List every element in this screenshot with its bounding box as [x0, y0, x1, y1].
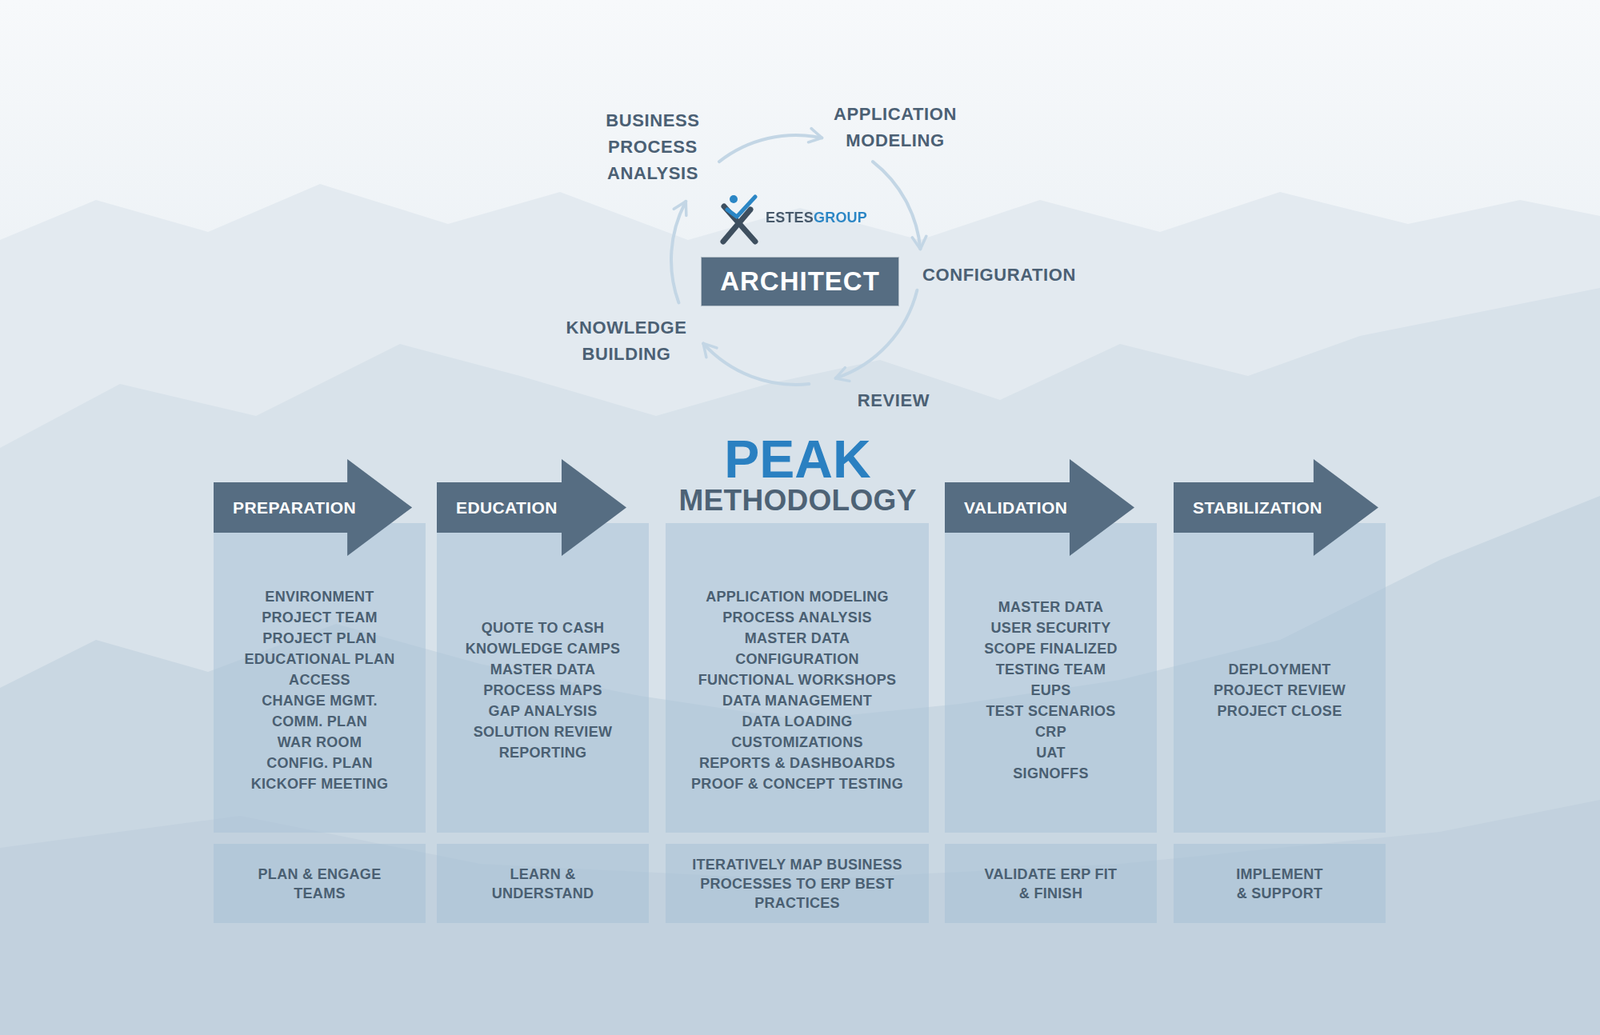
phase-summary-box: ITERATIVELY MAP BUSINESS PROCESSES TO ER…: [665, 844, 929, 924]
far-mountains: [0, 184, 1600, 1035]
task-item: PROCESS MAPS: [483, 680, 603, 701]
task-item: MASTER DATA: [490, 659, 596, 680]
task-item: TEST SCENARIOS: [985, 700, 1116, 722]
phase-summary: PLAN & ENGAGE TEAMS: [244, 864, 396, 904]
architect-box: ARCHITECT: [700, 256, 900, 307]
cycle-arc: [872, 161, 920, 249]
task-item: PROJECT REVIEW: [1213, 680, 1346, 701]
task-item: MASTER DATA: [744, 628, 851, 649]
cycle-step: CONFIGURATION: [922, 261, 1076, 288]
cycle-step: REVIEW: [857, 387, 930, 414]
logo-arm: [727, 196, 756, 217]
task-item: DATA LOADING: [741, 711, 852, 732]
phase-summary: LEARN & UNDERSTAND: [480, 864, 605, 904]
task-item: REPORTING: [499, 742, 588, 764]
task-item: DATA MANAGEMENT: [722, 690, 872, 712]
foreground-hills: [0, 800, 1600, 1035]
task-item: MASTER DATA: [998, 596, 1104, 618]
phase-summary-box: VALIDATE ERP FIT & FINISH: [944, 844, 1157, 924]
task-item: KNOWLEDGE CAMPS: [465, 638, 621, 660]
cycle-step: BUSINESS PROCESS ANALYSIS: [605, 107, 700, 187]
task-item: SCOPE FINALIZED: [984, 638, 1118, 660]
task-item: CONFIG. PLAN: [266, 752, 373, 774]
task-item: PROJECT PLAN: [262, 628, 377, 649]
phase-arrow: VALIDATION: [944, 459, 1135, 556]
task-item: FUNCTIONAL WORKSHOPS: [698, 669, 897, 691]
task-item: PROJECT CLOSE: [1217, 700, 1343, 722]
task-item: CONFIGURATION: [735, 648, 860, 670]
title-word: METHODOLOGY: [678, 484, 916, 518]
phase-summary: VALIDATE ERP FIT & FINISH: [980, 864, 1123, 904]
title-word: PEAK: [724, 431, 871, 488]
cycle-step: APPLICATION MODELING: [833, 100, 957, 154]
task-item: ENVIRONMENT: [264, 586, 374, 608]
phase-summary: IMPLEMENT & SUPPORT: [1232, 864, 1328, 904]
cycle-arc: [719, 135, 822, 162]
phase-panel: QUOTE TO CASHKNOWLEDGE CAMPSMASTER DATAP…: [436, 523, 649, 833]
task-item: SIGNOFFS: [1012, 763, 1088, 784]
logo-text: ESTESGROUP: [765, 208, 868, 227]
logo-head: [729, 195, 738, 204]
task-item: SOLUTION REVIEW: [473, 721, 613, 743]
cycle-arc: [671, 201, 686, 304]
phase-panel: DEPLOYMENTPROJECT REVIEWPROJECT CLOSE: [1173, 523, 1386, 833]
cycle-arc: [703, 343, 809, 385]
task-item: PROOF & CONCEPT TESTING: [691, 773, 904, 795]
phase-arrow: EDUCATION: [436, 459, 627, 556]
task-item: EUPS: [1030, 680, 1071, 701]
task-item: COMM. PLAN: [272, 711, 368, 732]
near-mountains: [0, 496, 1600, 1035]
task-item: ACCESS: [288, 669, 351, 691]
phase-summary-box: IMPLEMENT & SUPPORT: [1173, 844, 1386, 924]
phase-panel: MASTER DATAUSER SECURITYSCOPE FINALIZEDT…: [944, 523, 1157, 833]
phase-summary-box: LEARN & UNDERSTAND: [436, 844, 649, 924]
phase-panel: ENVIRONMENTPROJECT TEAMPROJECT PLANEDUCA…: [213, 523, 426, 833]
task-item: UAT: [1036, 742, 1066, 764]
logo-icon: [723, 195, 756, 242]
task-item: PROCESS ANALYSIS: [722, 607, 872, 628]
task-item: CUSTOMIZATIONS: [731, 732, 864, 753]
task-item: QUOTE TO CASH: [481, 617, 605, 639]
phase-summary: ITERATIVELY MAP BUSINESS PROCESSES TO ER…: [681, 855, 914, 913]
mid-mountains: [0, 288, 1600, 1035]
task-item: GAP ANALYSIS: [488, 700, 598, 722]
phase-summary-box: PLAN & ENGAGE TEAMS: [213, 844, 426, 924]
task-item: DEPLOYMENT: [1228, 659, 1331, 680]
phase-name: EDUCATION: [456, 498, 558, 518]
phase-name: PREPARATION: [232, 498, 356, 518]
task-item: APPLICATION MODELING: [705, 586, 889, 608]
phase-name: VALIDATION: [964, 498, 1068, 518]
cycle-step: KNOWLEDGE BUILDING: [566, 314, 688, 368]
task-item: USER SECURITY: [991, 617, 1112, 639]
phase-panel: APPLICATION MODELINGPROCESS ANALYSISMAST…: [665, 523, 929, 833]
task-item: CHANGE MGMT.: [261, 690, 378, 712]
task-item: KICKOFF MEETING: [251, 773, 389, 795]
phase-arrow: STABILIZATION: [1173, 459, 1379, 556]
task-item: CRP: [1035, 721, 1067, 743]
phase-arrow: PREPARATION: [213, 459, 412, 556]
box-title: ARCHITECT: [720, 266, 880, 297]
task-item: WAR ROOM: [277, 732, 362, 753]
phase-name: STABILIZATION: [1192, 498, 1323, 518]
task-item: EDUCATIONAL PLAN: [244, 648, 395, 670]
task-item: TESTING TEAM: [996, 659, 1107, 680]
task-item: REPORTS & DASHBOARDS: [699, 752, 896, 774]
task-item: PROJECT TEAM: [261, 607, 378, 628]
